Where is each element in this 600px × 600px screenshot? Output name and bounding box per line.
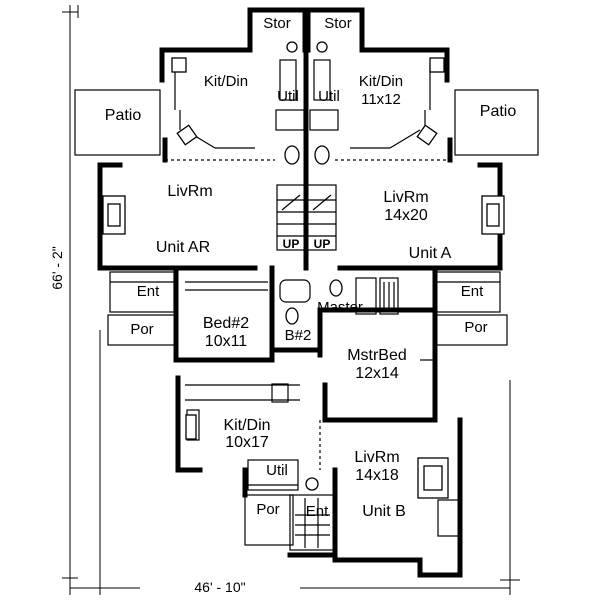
room-label-bed2: Bed#2 <box>203 315 249 332</box>
room-label-livrm-b: LivRm <box>354 449 399 466</box>
range-left-icon <box>171 57 187 73</box>
width-dimension: 46' - 10" <box>194 579 245 595</box>
room-label-kitdin-a: Kit/Din <box>359 73 403 90</box>
range-b-icon <box>185 414 197 440</box>
room-size-bed2: 10x11 <box>205 333 248 350</box>
room-size-kitdin-a: 11x12 <box>361 91 401 108</box>
depth-dimension: 66' - 2" <box>49 246 65 289</box>
room-size-mstrbed: 12x14 <box>355 365 399 382</box>
room-label-stor-right: Stor <box>324 15 352 32</box>
stair-label-up-right: UP <box>314 237 331 251</box>
room-label-bath2: B#2 <box>285 327 312 344</box>
room-label-kitdin-ar: Kit/Din <box>204 73 248 90</box>
exterior-walls <box>97 7 503 578</box>
room-label-por-left: Por <box>130 321 153 338</box>
room-label-livrm-a: LivRm <box>383 189 428 206</box>
room-label-unit-ar: Unit AR <box>156 239 210 256</box>
room-label-util-ar: Util <box>277 88 299 105</box>
toilet-left-icon <box>284 145 300 165</box>
room-size-livrm-a: 14x20 <box>384 207 428 224</box>
sink-right-icon <box>416 124 438 146</box>
dimension-label-bg <box>140 578 300 596</box>
fixtures <box>102 41 505 499</box>
room-label-stor-left: Stor <box>263 15 291 32</box>
room-label-ent-left: Ent <box>137 283 160 300</box>
room-label-por-right: Por <box>464 319 487 336</box>
room-label-unit-b: Unit B <box>362 503 406 520</box>
room-label-patio-right: Patio <box>480 103 517 120</box>
stair-label-up-left: UP <box>283 237 300 251</box>
room-label-ent-b: Ent <box>306 503 329 520</box>
water-heater-b-icon <box>305 477 319 491</box>
room-label-ent-right: Ent <box>461 283 484 300</box>
toilet-right-icon <box>314 145 330 165</box>
water-heater-right-icon <box>316 41 328 53</box>
water-heater-left-icon <box>286 41 298 53</box>
toilet-bath2-icon <box>285 307 299 325</box>
room-label-util-b: Util <box>266 462 288 479</box>
room-label-mstrbed: MstrBed <box>347 347 407 364</box>
room-labels: Stor Stor Kit/Din Kit/Din 11x12 Util Uti… <box>105 15 517 520</box>
room-label-util-a: Util <box>318 88 340 105</box>
room-label-livrm-ar: LivRm <box>167 183 212 200</box>
room-size-livrm-b: 14x18 <box>355 467 399 484</box>
room-label-master-bath: Master <box>317 299 363 316</box>
room-label-patio-left: Patio <box>105 107 142 124</box>
sink-left-icon <box>176 124 198 146</box>
room-size-kitdin-b: 10x17 <box>225 434 269 451</box>
toilet-master-icon <box>329 279 343 297</box>
room-label-por-b: Por <box>256 501 279 518</box>
range-right-icon <box>429 57 445 73</box>
room-label-unit-a: Unit A <box>409 245 452 262</box>
room-label-kitdin-b: Kit/Din <box>223 417 270 434</box>
